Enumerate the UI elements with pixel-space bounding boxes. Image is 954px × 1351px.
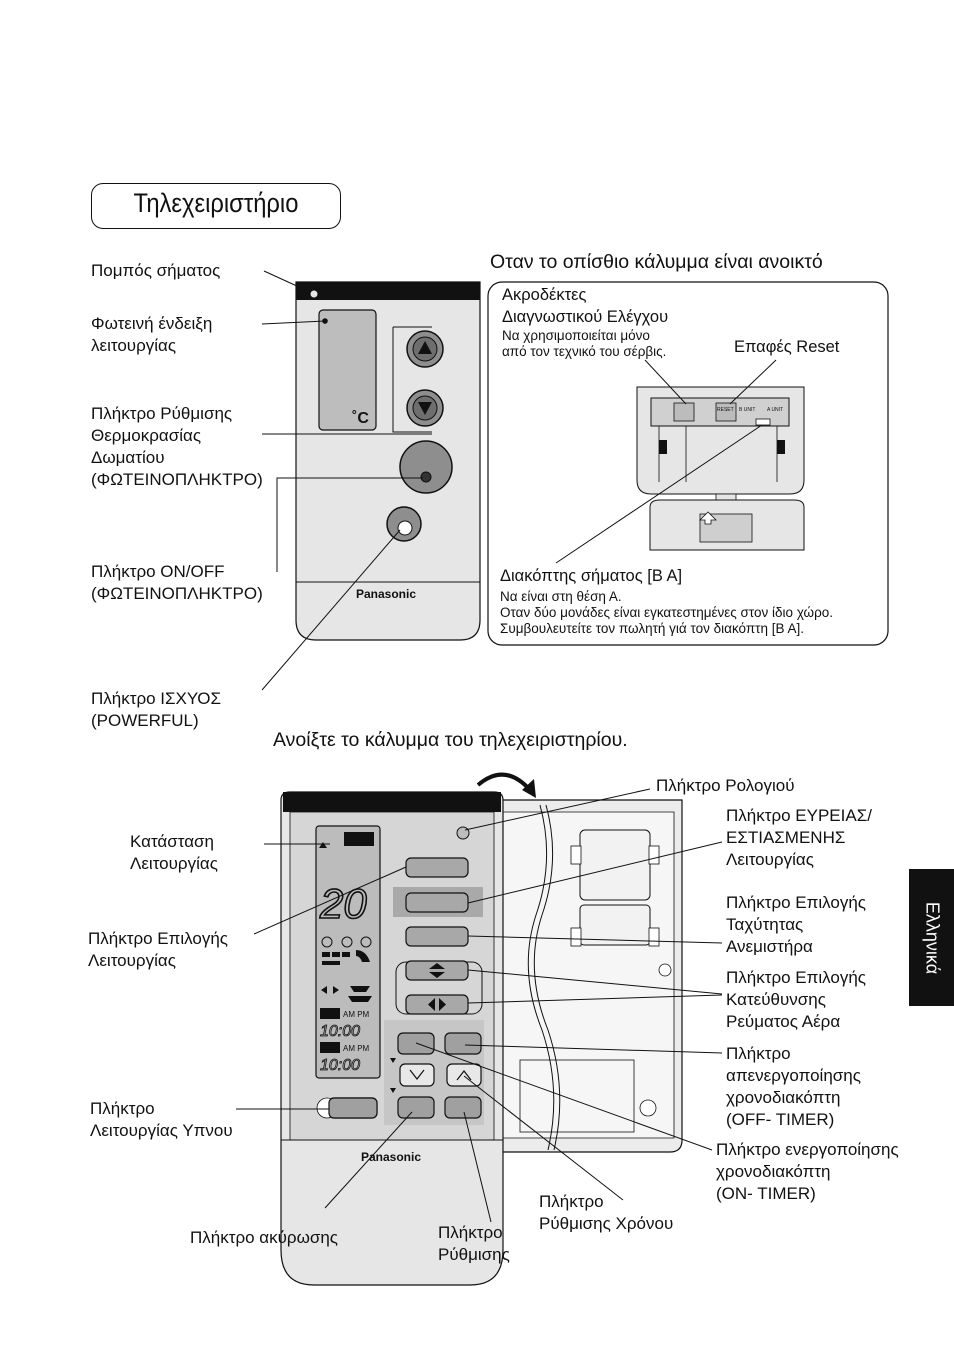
label-diag-terminals: Ακροδέκτες Διαγνωστικού Ελέγχου: [502, 286, 669, 326]
temp-down-button: [406, 389, 444, 427]
wide-spot-button: [405, 892, 469, 913]
cancel-button-shape: [397, 1096, 435, 1119]
label-airflow-button: Πλήκτρο Επιλογής Κατεύθυνσης Ρεύματος Αέ…: [726, 968, 866, 1031]
label-reset-contacts: Επαφές Reset: [734, 338, 840, 356]
label-operation-status: Κατάσταση Λειτουργίας: [130, 832, 218, 873]
remote-open: 20 AM PM 10:00 AM PM 10:00: [280, 772, 683, 1286]
label-onoff-button: Πλήκτρο ON/OFF (ΦΩΤΕΙΝΟΠΛΗΚΤΡΟ): [91, 562, 263, 603]
label-fan-speed-button: Πλήκτρο Επιλογής Ταχύτητας Ανεμιστήρα: [726, 893, 866, 956]
label-on-timer-button: Πλήκτρο ενεργοποίησης χρονοδιακόπτη (ON-…: [716, 1140, 899, 1203]
open-cover-heading: Ανοίξτε το κάλυμμα του τηλεχειριστηρίου.: [273, 729, 628, 751]
label-cancel-button: Πλήκτρο ακύρωσης: [190, 1228, 339, 1247]
label-off-timer-button: Πλήκτρο απενεργοποίησης χρονοδιακόπτη (O…: [726, 1044, 861, 1129]
label-diag-note: Να χρησιμοποιείται μόνο από τον τεχνικό …: [502, 328, 667, 359]
brand-open: Panasonic: [361, 1150, 421, 1164]
label-sleep-button: Πλήκτρο Λειτουργίας Υπνου: [90, 1099, 233, 1140]
off-timer-button: [444, 1032, 482, 1055]
lcd-ampm-2: AM PM: [343, 1044, 370, 1053]
transmitter-led: [309, 289, 319, 299]
label-temp-button: Πλήκτρο Ρύθμισης Θερμοκρασίας Δωματίου (…: [91, 404, 263, 489]
lcd-time-1: 10:00: [320, 1023, 360, 1040]
label-set-button: Πλήκτρο Ρύθμισης: [438, 1223, 510, 1264]
back-cover-panel: RESET B UNIT A UNIT: [487, 281, 889, 646]
mode-button: [405, 857, 469, 878]
airflow-horizontal-button: [405, 994, 469, 1015]
clock-button: [456, 826, 470, 840]
label-clock-button: Πλήκτρο Ρολογιού: [656, 776, 795, 795]
language-tab: Ελληνικά: [909, 869, 954, 1006]
powerful-button: [386, 506, 422, 542]
open-leader-lines: [236, 788, 723, 1223]
set-button-shape: [444, 1096, 482, 1119]
lcd-ampm-1: AM PM: [343, 1010, 370, 1019]
label-wide-spot-button: Πλήκτρο ΕΥΡΕΙΑΣ/ ΕΣΤΙΑΣΜΕΝΗΣ Λειτουργίας: [726, 806, 872, 869]
onoff-button: [399, 440, 453, 494]
fan-speed-button: [405, 926, 469, 947]
indicator-window: [318, 309, 377, 431]
front-leader-lines: [261, 270, 432, 691]
label-indicator: Φωτεινή ένδειξη λειτουργίας: [91, 314, 213, 355]
label-switch-note: Να είναι στη θέση Α. Οταν δύο μονάδες εί…: [500, 589, 834, 636]
remote-front: ˚C Panasonic: [295, 281, 481, 641]
label-switch: Διακόπτης σήματος [B A]: [500, 567, 683, 585]
time-down-button: [399, 1063, 435, 1087]
page-title: Τηλεχειριστήριο: [133, 188, 299, 218]
back-cover-heading: Οταν το οπίσθιο κάλυμμα είναι ανοικτό: [490, 251, 823, 273]
brand-front: Panasonic: [356, 587, 416, 601]
page-title-box: Τηλεχειριστήριο: [91, 183, 341, 229]
temp-unit-label: ˚C: [352, 410, 369, 427]
board-bunit-text: B UNIT: [739, 407, 755, 413]
lcd-time-2: 10:00: [320, 1057, 360, 1074]
label-time-adjust-button: Πλήκτρο Ρύθμισης Χρόνου: [539, 1192, 674, 1233]
board-reset-text: RESET: [717, 407, 734, 413]
time-up-button: [446, 1063, 482, 1087]
label-powerful-button: Πλήκτρο ΙΣΧΥΟΣ (POWERFUL): [91, 689, 221, 730]
board-aunit-text: A UNIT: [767, 407, 783, 413]
label-mode-button: Πλήκτρο Επιλογής Λειτουργίας: [88, 929, 228, 970]
temp-up-button: [406, 330, 444, 368]
label-transmitter: Πομπός σήματος: [91, 261, 221, 280]
